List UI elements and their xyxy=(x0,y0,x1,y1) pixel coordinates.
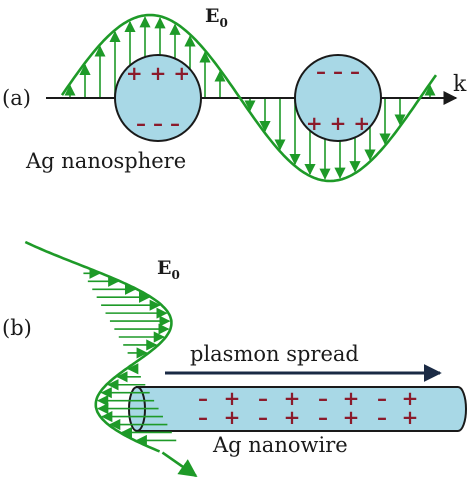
sphere-right-bottom-charges: + + + xyxy=(306,111,370,135)
sphere-left-bottom-charges: – – – xyxy=(136,111,180,135)
plasmon-spread-label: plasmon spread xyxy=(190,342,359,366)
wire-bottom-charge: + xyxy=(402,405,419,429)
wire-bottom-charge: – xyxy=(377,405,387,429)
wire-bottom-charge: + xyxy=(343,405,360,429)
panel-b-label: (b) xyxy=(2,316,32,340)
wire-top-charge: + xyxy=(343,386,360,410)
wire-top-charge: – xyxy=(198,386,208,410)
wire-top-charge: + xyxy=(402,386,419,410)
wire-top-charge: – xyxy=(258,386,268,410)
sphere-right-top-charges: – – – xyxy=(316,59,360,83)
field-wave-a xyxy=(60,13,438,183)
wire-top-charge: – xyxy=(318,386,328,410)
panel-b-field-vectors xyxy=(83,267,177,447)
wire-top-charge: + xyxy=(224,386,241,410)
wire-bottom-charge: – xyxy=(258,405,268,429)
nanosphere-left xyxy=(114,54,202,142)
wire-top-charge: – xyxy=(377,386,387,410)
wire-bottom-charge: – xyxy=(198,405,208,429)
nanowire-charges: –+–+–+–+–+–+–+–+ xyxy=(198,386,418,429)
sphere-left-top-charges: + + + xyxy=(126,61,190,85)
nanosphere-right xyxy=(294,54,382,142)
k-label: k xyxy=(453,72,467,97)
wire-bottom-charge: – xyxy=(318,405,328,429)
nanosphere-label: Ag nanosphere xyxy=(25,149,186,173)
field-label-b: E0 xyxy=(157,257,180,282)
field-wave-b-arrowhead xyxy=(161,451,198,478)
panel-a-label: (a) xyxy=(2,86,31,110)
wire-top-charge: + xyxy=(284,386,301,410)
field-wave-b xyxy=(24,240,173,453)
nanowire-label: Ag nanowire xyxy=(212,433,348,457)
field-label-a: E0 xyxy=(205,5,228,30)
panel-b: (b) plasmon spread –+–+–+–+–+–+–+–+ Ag n… xyxy=(2,240,467,478)
wire-bottom-charge: + xyxy=(284,405,301,429)
wire-bottom-charge: + xyxy=(224,405,241,429)
panel-a: (a) k E0 + + + – – – – – – + + + Ag nano… xyxy=(2,5,467,183)
